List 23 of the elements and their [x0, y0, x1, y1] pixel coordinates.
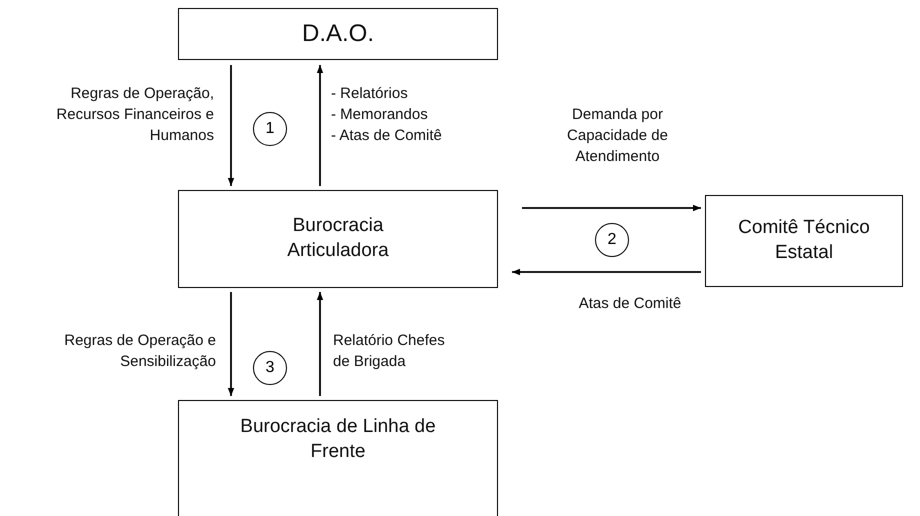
- arrow: [512, 268, 701, 276]
- arrow: [228, 65, 234, 186]
- callout-number: 2: [595, 223, 629, 257]
- callout-number: 1: [253, 112, 287, 146]
- box-label: Comitê Técnico Estatal: [737, 216, 871, 265]
- edge-label: Demanda por Capacidade de Atendimento: [566, 105, 669, 167]
- box-label: Burocracia Articuladora: [286, 214, 390, 263]
- process-box: [705, 195, 903, 287]
- process-box: [178, 8, 498, 60]
- arrow: [316, 65, 324, 186]
- box-label: D.A.O.: [302, 19, 374, 50]
- callout-number: 3: [253, 351, 287, 385]
- arrow: [228, 292, 234, 396]
- box-label: Burocracia de Linha de Frente: [239, 415, 437, 464]
- edge-label: - Relatórios - Memorandos - Atas de Comitê: [331, 84, 443, 146]
- edge-label: Regras de Operação, Recursos Financeiros e Humanos: [55, 84, 214, 146]
- arrow: [316, 292, 324, 396]
- process-box: [178, 190, 498, 288]
- process-box: [178, 400, 498, 516]
- edge-label: Regras de Operação e Sensibilização: [63, 331, 216, 372]
- edge-label: Atas de Comitê: [578, 294, 682, 314]
- arrow: [522, 204, 701, 212]
- edge-label: Relatório Chefes de Brigada: [333, 331, 446, 372]
